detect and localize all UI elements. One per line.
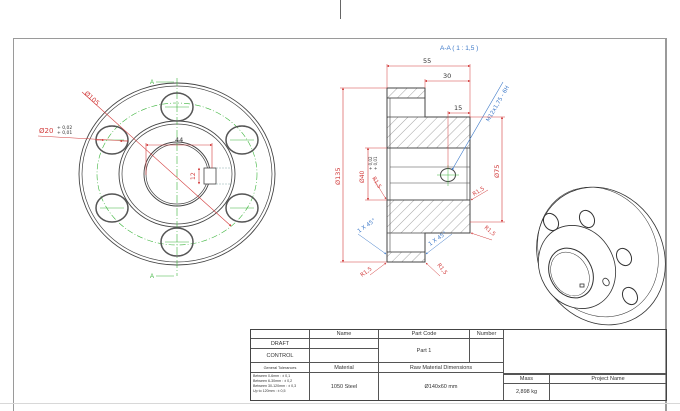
radius-label-flange: R1,5 (483, 225, 497, 238)
radius-label-hub-top: R1,5 (472, 186, 486, 198)
dim-bolt-hole: Ø20 (39, 127, 53, 135)
dim-bore-tol-lower: + 0,01 (373, 156, 378, 170)
tb-material-label: Material (310, 363, 379, 373)
tb-header-name: Name (310, 330, 379, 339)
dim-flange-length: 30 (443, 72, 451, 80)
tb-project-name-label: Project Name (550, 374, 666, 384)
tb-draft-name (310, 339, 379, 349)
chamfer-note-left: 1 X 45° (357, 218, 377, 235)
dim-bolt-hole-tol-lower: + 0,01 (57, 130, 72, 136)
dim-bore-tol-upper: + 0,02 (368, 156, 373, 170)
tb-header-number: Number (470, 330, 504, 339)
section-marker-bottom: A (150, 274, 154, 280)
tb-control-name (310, 349, 379, 363)
tb-tolerance-3: Up to 120mm : ± 0,5 (253, 389, 286, 393)
tb-mass-label: Mass (504, 374, 550, 384)
tb-material-value: 1050 Steel (310, 373, 379, 400)
sheet-top-tick (340, 0, 341, 19)
tb-row-control: CONTROL (251, 349, 310, 363)
tb-tolerance-0: Between 0-6mm : ± 0,1 (253, 374, 291, 378)
tb-blank-right-top (504, 330, 666, 374)
page-bottom-divider (0, 403, 680, 404)
section-view: A-A ( 1 : 1,5 ) 55 30 15 M1 (334, 45, 511, 279)
tb-raw-material-label: Raw Material Dimensions (379, 363, 504, 373)
dim-keyway-width: 44 (175, 136, 183, 144)
tb-tolerance-1: Between 6-30mm : ± 0,2 (253, 379, 293, 383)
dim-bolt-hole-tol-upper: + 0,02 (57, 125, 72, 131)
dim-overall-length: 55 (423, 57, 431, 65)
radius-label-bottom-left: R1,5 (360, 266, 374, 279)
tb-tolerance-list: Between 0-6mm : ± 0,1 Between 6-30mm : ±… (251, 373, 310, 400)
tb-mass-value: 2,898 kg (504, 384, 550, 400)
tb-part-code-value: Part 1 (379, 339, 470, 363)
front-view: A A Ø105 Ø20 + 0,02 + 0,01 44 12 (37, 78, 276, 280)
tb-project-name-value (550, 384, 666, 400)
tb-tolerance-2: Between 30-120mm : ± 0,3 (253, 384, 297, 388)
dim-keyway-depth: 12 (190, 172, 197, 180)
radius-label-bore: R1,5 (370, 176, 382, 190)
drawing-sheet-border (13, 38, 667, 411)
title-block: Name Part Code Number DRAFT Part 1 CONTR… (250, 329, 667, 401)
tb-header-part-code: Part Code (379, 330, 470, 339)
tb-general-tolerances-label: General Tolerances (251, 363, 310, 373)
tb-raw-material-value: Ø140x60 mm (379, 373, 504, 400)
section-title: A-A ( 1 : 1,5 ) (440, 45, 478, 52)
tb-number-value (470, 339, 504, 363)
dim-pitch-diameter: Ø105 (83, 90, 101, 108)
tb-blank-header (251, 330, 310, 339)
tb-row-draft: DRAFT (251, 339, 310, 349)
dim-bore: Ø40 (359, 170, 366, 183)
dim-hub-diameter: Ø75 (493, 165, 501, 178)
isometric-view (536, 186, 666, 326)
dim-thread-offset: 15 (454, 104, 462, 112)
section-marker-top: A (150, 80, 154, 86)
radius-label-bottom-right: R1,5 (435, 263, 448, 277)
dim-outer-diameter: Ø135 (334, 167, 342, 185)
